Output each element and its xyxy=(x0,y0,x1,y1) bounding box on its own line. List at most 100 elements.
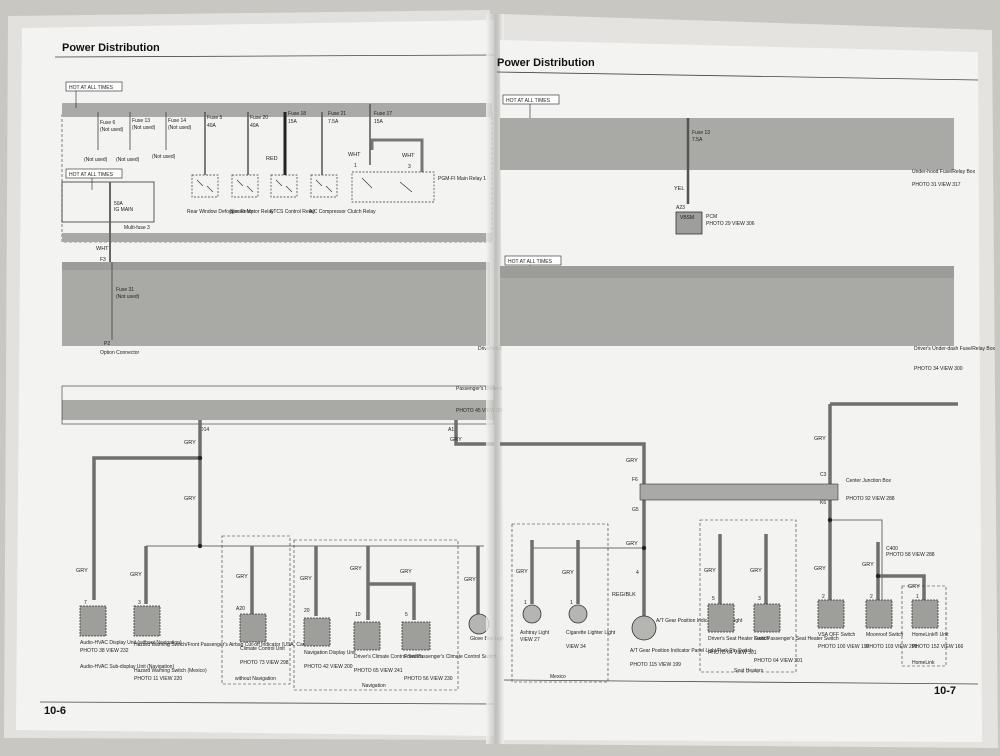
left-page: Power Distribution HOT AT ALL TIMES Fuse… xyxy=(16,20,548,736)
svg-text:C400: C400 xyxy=(886,546,898,552)
svg-text:5: 5 xyxy=(405,612,408,618)
svg-text:Driver's Climate Control Switc: Driver's Climate Control Switch xyxy=(354,654,423,660)
audio-hvac-unit: Audio-HVAC Display Unit (without Navigat… xyxy=(79,605,182,670)
fuse-18: Fuse 18 15A RED xyxy=(266,111,306,175)
svg-text:(Not used): (Not used) xyxy=(100,127,124,133)
svg-text:A20: A20 xyxy=(236,606,245,612)
svg-text:VBSM: VBSM xyxy=(680,215,694,221)
svg-text:Fuse 31: Fuse 31 xyxy=(116,287,134,293)
svg-text:Option Connector: Option Connector xyxy=(100,350,140,356)
svg-text:A/C Compressor Clutch Relay: A/C Compressor Clutch Relay xyxy=(309,209,376,215)
svg-text:Front Passenger's Climate Cont: Front Passenger's Climate Control Switch xyxy=(404,654,497,660)
svg-text:3: 3 xyxy=(138,600,141,606)
hot-tag-right-1: HOT AT ALL TIMES xyxy=(502,94,560,118)
svg-text:GRY: GRY xyxy=(184,496,196,502)
svg-text:(Not used): (Not used) xyxy=(84,157,108,163)
svg-text:Fuse 6: Fuse 6 xyxy=(100,120,116,126)
svg-text:Under-hood Fuse/Relay Box: Under-hood Fuse/Relay Box xyxy=(912,169,976,175)
svg-text:PHOTO 115 VIEW 199: PHOTO 115 VIEW 199 xyxy=(630,662,681,668)
svg-text:PHOTO 100 VIEW 199: PHOTO 100 VIEW 199 xyxy=(818,644,870,650)
svg-text:WHT: WHT xyxy=(402,153,415,159)
svg-text:7.5A: 7.5A xyxy=(328,119,339,125)
vsa-off-switch: VSA OFF Switch PHOTO 100 VIEW 199 xyxy=(817,599,870,650)
svg-text:PHOTO 64 VIEW 301: PHOTO 64 VIEW 301 xyxy=(754,658,803,664)
svg-text:Driver's Seat Heater Switch: Driver's Seat Heater Switch xyxy=(708,636,769,642)
svg-text:HOT AT ALL TIMES: HOT AT ALL TIMES xyxy=(506,98,551,104)
svg-text:PHOTO 34 VIEW 300: PHOTO 34 VIEW 300 xyxy=(914,366,963,372)
svg-text:7: 7 xyxy=(84,600,87,606)
svg-text:Navigation: Navigation xyxy=(362,683,386,689)
relay-ac-clutch: A/C Compressor Clutch Relay xyxy=(309,174,376,215)
svg-text:GRY: GRY xyxy=(562,570,574,576)
svg-text:PHOTO 31 VIEW 317: PHOTO 31 VIEW 317 xyxy=(912,182,961,188)
svg-text:10: 10 xyxy=(355,612,361,618)
svg-text:Hazard Warning Switch (Mexico): Hazard Warning Switch (Mexico) xyxy=(134,668,207,674)
svg-text:WHT: WHT xyxy=(348,152,361,158)
relay-pgm-fi: PGM-FI Main Relay 1 xyxy=(351,171,486,203)
svg-text:GRY: GRY xyxy=(400,569,412,575)
svg-text:GRY: GRY xyxy=(516,569,528,575)
navigation-display-unit: Navigation Display Unit PHOTO 42 VIEW 20… xyxy=(303,617,356,670)
fuse-13: Fuse 13 (Not used) (Not used) xyxy=(116,112,156,163)
svg-text:GRY: GRY xyxy=(862,562,874,568)
svg-text:REG/BLK: REG/BLK xyxy=(612,592,636,598)
svg-text:PHOTO 29 VIEW 306: PHOTO 29 VIEW 306 xyxy=(706,221,755,227)
hazard-warning-switch: Hazard Warning Switch/Front Passenger's … xyxy=(133,605,316,682)
svg-text:Front Passenger's Seat Heater: Front Passenger's Seat Heater Switch xyxy=(754,636,839,642)
svg-text:50A: 50A xyxy=(114,201,124,207)
svg-text:Seat Heaters: Seat Heaters xyxy=(734,668,764,674)
svg-text:Fuse 17: Fuse 17 xyxy=(374,111,392,117)
svg-text:5: 5 xyxy=(712,596,715,602)
svg-text:Cigarette Lighter Light: Cigarette Lighter Light xyxy=(566,630,616,636)
svg-text:GRY: GRY xyxy=(130,572,142,578)
svg-text:PGM-FI Main Relay 1: PGM-FI Main Relay 1 xyxy=(438,176,486,182)
svg-text:3: 3 xyxy=(758,596,761,602)
svg-text:RED: RED xyxy=(266,156,278,162)
svg-text:Fuse 13: Fuse 13 xyxy=(692,130,710,136)
svg-text:(Not used): (Not used) xyxy=(132,125,156,131)
svg-text:PHOTO 45 VIEW 300: PHOTO 45 VIEW 300 xyxy=(456,408,505,414)
svg-text:2: 2 xyxy=(870,594,873,600)
svg-text:Audio-HVAC Sub-display Unit (N: Audio-HVAC Sub-display Unit (Navigation) xyxy=(80,664,174,670)
svg-text:1: 1 xyxy=(524,600,527,606)
svg-text:Navigation Display Unit: Navigation Display Unit xyxy=(304,650,356,656)
fuse-6: Fuse 6 (Not used) (Not used) xyxy=(84,112,124,163)
svg-text:40A: 40A xyxy=(250,123,260,129)
svg-text:(Not used): (Not used) xyxy=(152,154,176,160)
svg-text:1: 1 xyxy=(354,163,357,169)
svg-text:PHOTO 103 VIEW 298: PHOTO 103 VIEW 298 xyxy=(866,644,918,650)
svg-text:Mexico: Mexico xyxy=(550,674,566,680)
svg-text:GRY: GRY xyxy=(626,458,638,464)
passengers-seat-heater-switch: Front Passenger's Seat Heater Switch PHO… xyxy=(753,603,839,664)
ashtray-light: Ashtray Light VIEW 27 xyxy=(520,604,550,643)
svg-text:IG MAIN: IG MAIN xyxy=(114,207,134,213)
right-page-title: Power Distribution xyxy=(497,57,595,69)
svg-text:GRY: GRY xyxy=(814,436,826,442)
svg-text:Fuse 20: Fuse 20 xyxy=(250,115,268,121)
svg-text:PCM: PCM xyxy=(706,214,717,220)
svg-text:F6: F6 xyxy=(632,477,638,483)
drivers-climate-switch: Driver's Climate Control Switch PHOTO 65… xyxy=(353,621,423,674)
svg-text:A23: A23 xyxy=(676,205,685,211)
svg-text:(Not used): (Not used) xyxy=(168,125,192,131)
svg-text:P2: P2 xyxy=(104,341,110,347)
svg-text:(Not used): (Not used) xyxy=(116,157,140,163)
svg-text:Center Junction Box: Center Junction Box xyxy=(846,478,892,484)
svg-text:VIEW 27: VIEW 27 xyxy=(520,637,540,643)
svg-text:HomeLink® Unit: HomeLink® Unit xyxy=(912,631,949,638)
svg-text:A19: A19 xyxy=(448,427,457,433)
svg-text:1: 1 xyxy=(570,600,573,606)
svg-text:15A: 15A xyxy=(374,119,384,125)
fuse-5: Fuse 5 40A xyxy=(204,112,223,175)
svg-text:Hazard Warning Switch/Front Pa: Hazard Warning Switch/Front Passenger's … xyxy=(134,642,316,648)
fuse-21: Fuse 21 7.5A xyxy=(321,111,346,175)
svg-text:PHOTO 92 VIEW 288: PHOTO 92 VIEW 288 xyxy=(846,496,895,502)
svg-text:Fuse 21: Fuse 21 xyxy=(328,111,346,117)
svg-text:Fuse 14: Fuse 14 xyxy=(168,118,186,124)
svg-text:Moonroof Switch: Moonroof Switch xyxy=(866,632,903,638)
fuse-20: Fuse 20 40A xyxy=(247,112,268,175)
svg-text:GRY: GRY xyxy=(300,576,312,582)
relay-blower-motor: Blower Motor Relay xyxy=(230,174,274,215)
relay-etcs: ETCS Control Relay xyxy=(270,174,316,215)
svg-text:GRY: GRY xyxy=(76,568,88,574)
